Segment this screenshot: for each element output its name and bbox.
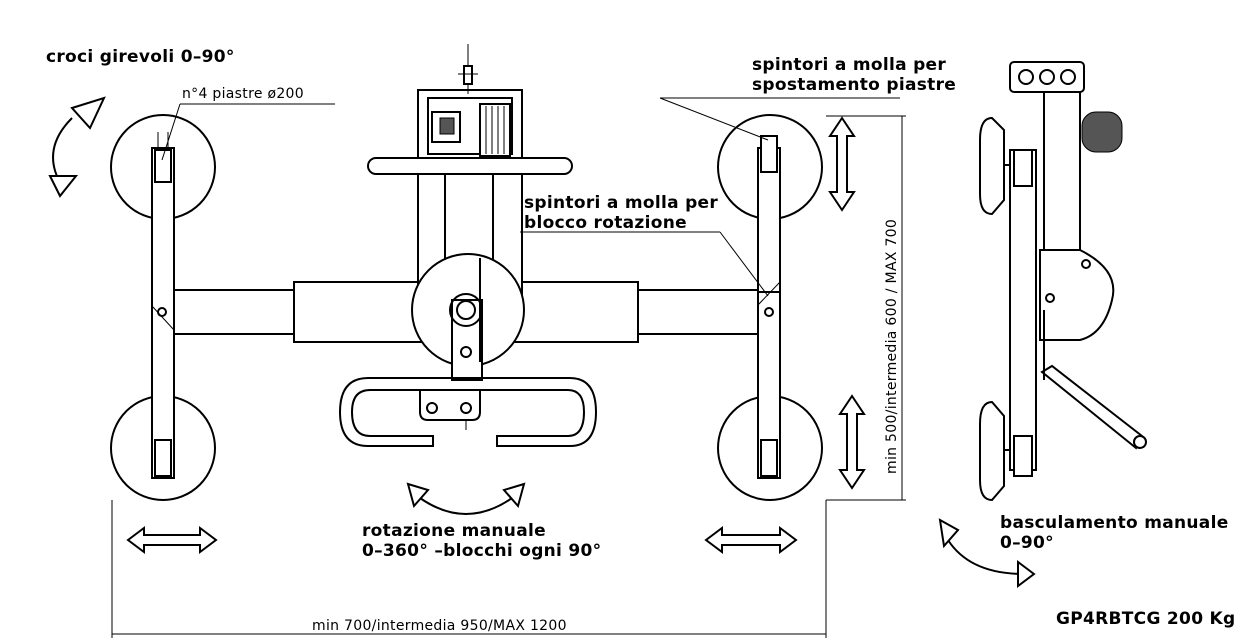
label-rotazione-1: rotazione manuale xyxy=(362,521,546,541)
side-view xyxy=(979,61,1147,502)
horizontal-slide-arrow-right xyxy=(704,526,798,554)
label-model: GP4RBTCG 200 Kg xyxy=(1056,609,1236,629)
dimension-height xyxy=(826,115,906,501)
label-spintori-spostamento-2: spostamento piastre xyxy=(752,75,957,95)
label-croci-girevoli: croci girevoli 0–90° xyxy=(46,47,235,67)
label-rotazione-2: 0–360° –blocchi ogni 90° xyxy=(362,541,602,561)
right-rotating-cross xyxy=(757,135,781,479)
leader-spintori-blocco xyxy=(520,231,769,297)
rotate-cross-arrow xyxy=(48,96,106,198)
label-basculamento-2: 0–90° xyxy=(1000,533,1054,553)
label-dimension-width: min 700/intermedia 950/MAX 1200 xyxy=(312,618,567,634)
label-piastre: n°4 piastre ø200 xyxy=(182,86,304,102)
bottom-handle[interactable] xyxy=(338,377,598,447)
label-spintori-blocco-2: blocco rotazione xyxy=(524,213,687,233)
dimension-width xyxy=(111,500,827,638)
top-handle[interactable] xyxy=(367,157,573,175)
leader-piastre xyxy=(161,103,335,161)
tilt-arrow xyxy=(938,518,1036,588)
vertical-slide-arrow-bottom xyxy=(838,394,866,490)
label-spintori-spostamento-1: spintori a molla per xyxy=(752,55,947,75)
left-rotating-cross xyxy=(151,132,206,479)
vacuum-pump xyxy=(427,44,513,157)
label-basculamento-1: basculamento manuale xyxy=(1000,513,1229,533)
label-dimension-height: min 500/intermedia 600 / MAX 700 xyxy=(884,218,900,474)
horizontal-slide-arrow-left xyxy=(126,526,218,554)
manual-rotation-arrow xyxy=(406,482,526,515)
vertical-slide-arrow-top xyxy=(828,116,856,212)
leader-spintori-spostamento xyxy=(659,97,900,141)
label-spintori-blocco-1: spintori a molla per xyxy=(524,193,719,213)
